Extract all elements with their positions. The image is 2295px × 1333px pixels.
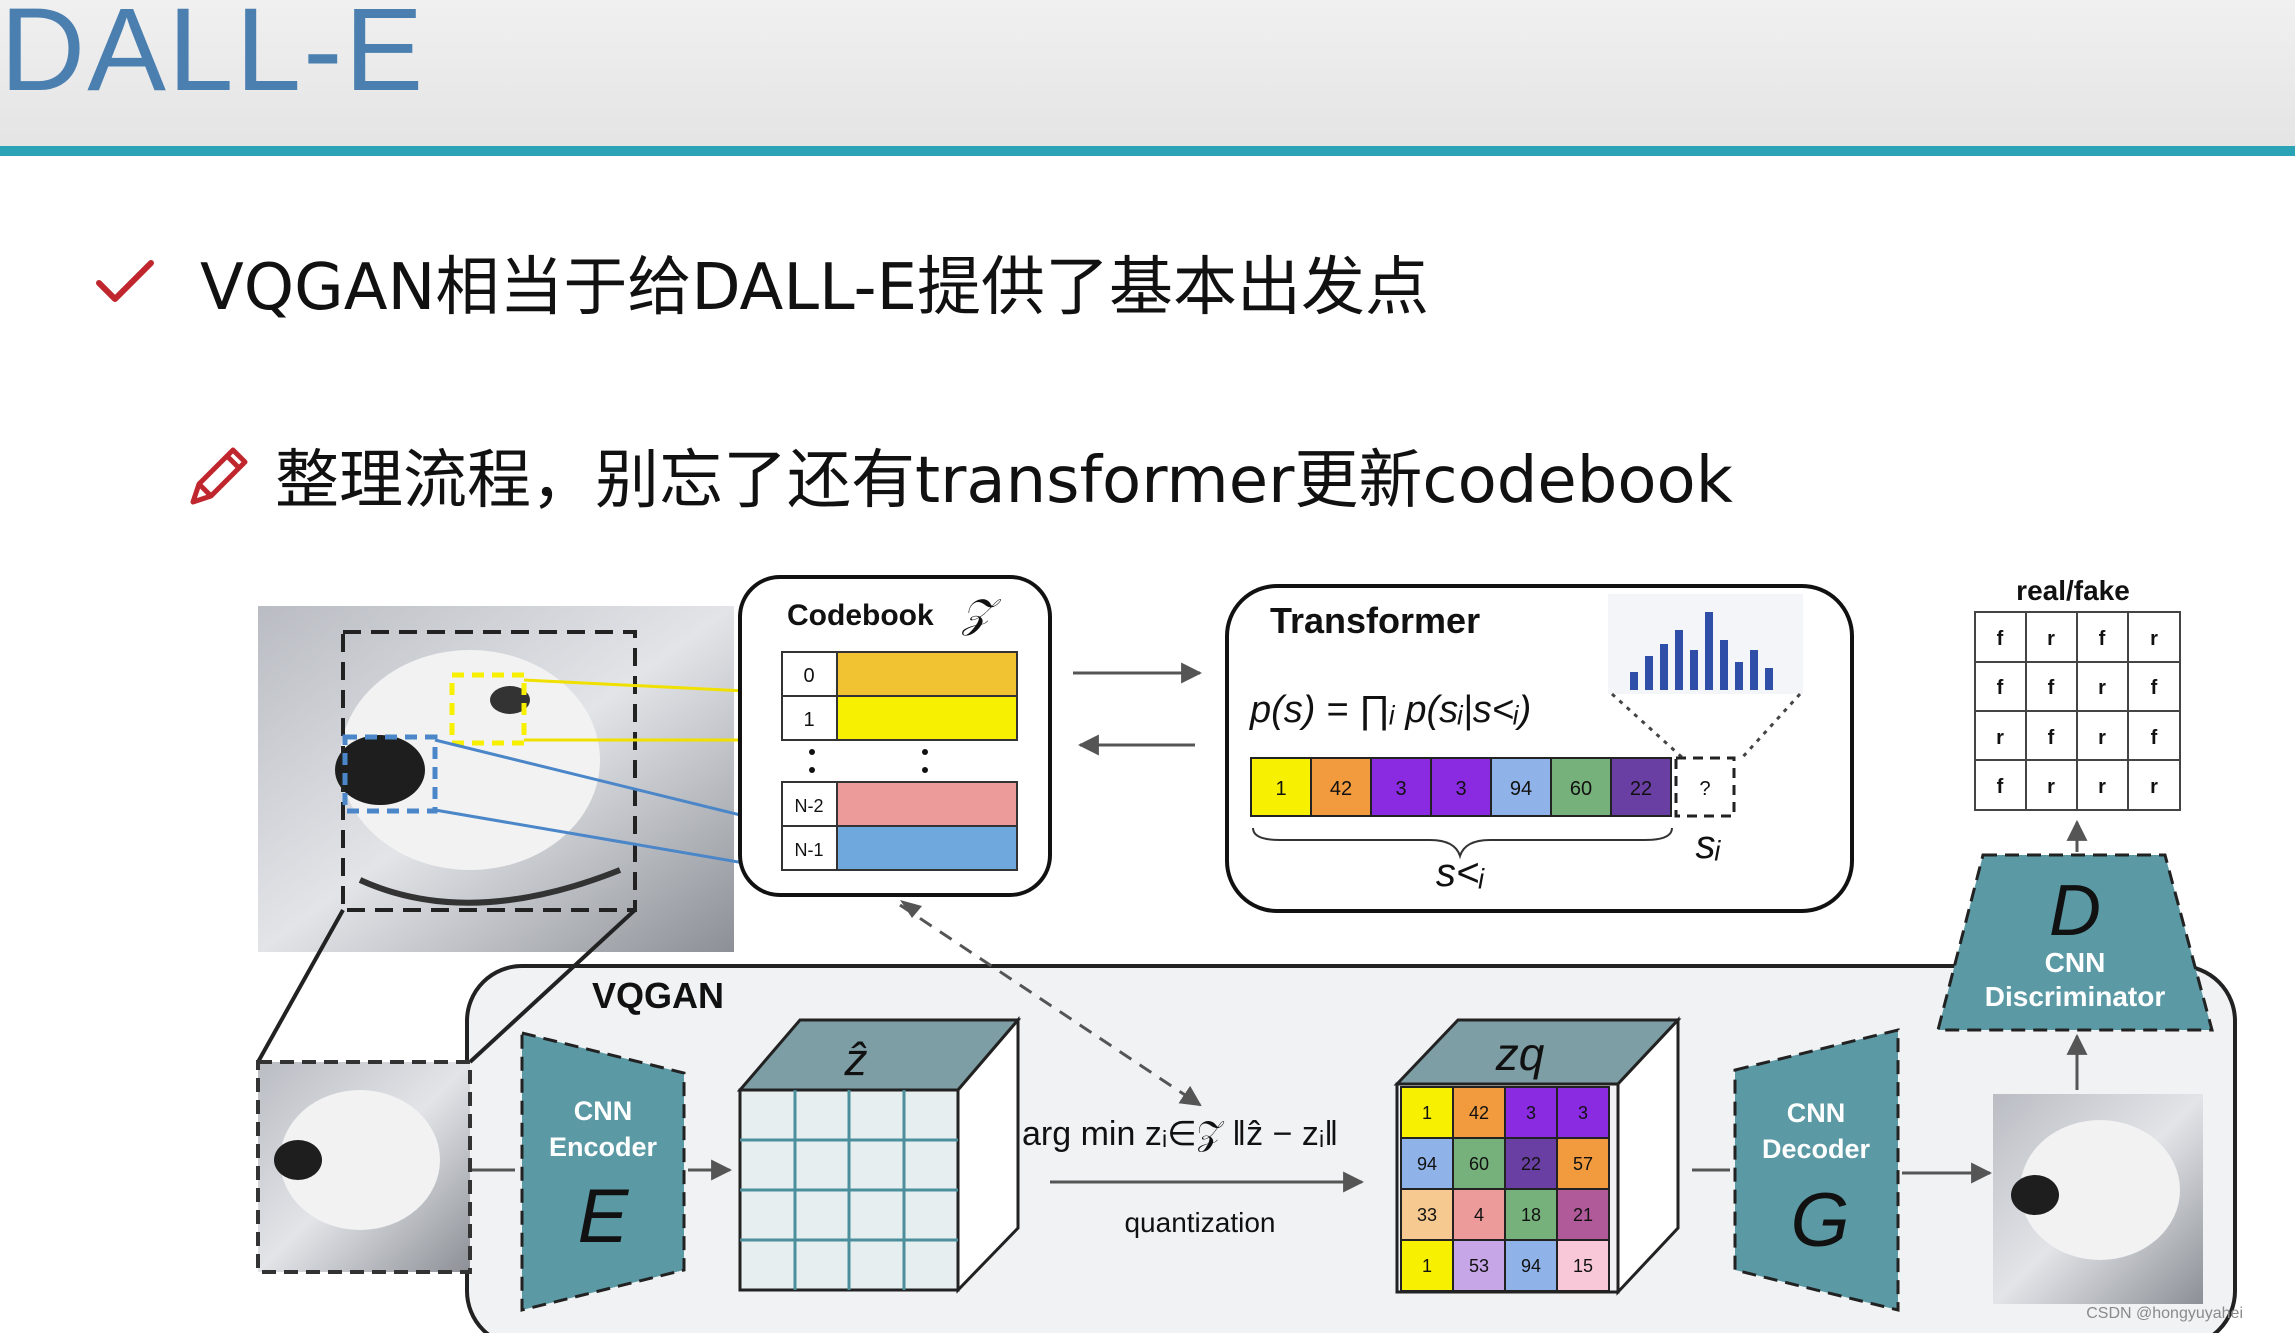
token-2: 3: [1395, 778, 1406, 800]
transformer-panel: Transformer p(s) = ∏ᵢ p(sᵢ|s<ᵢ): [1227, 586, 1852, 911]
decoder-line2: Decoder: [1762, 1134, 1871, 1164]
transformer-title: Transformer: [1270, 600, 1480, 641]
input-dog-image-large: [258, 606, 734, 952]
decoder-line1: CNN: [1787, 1098, 1846, 1128]
zq-label: zq: [1495, 1028, 1545, 1080]
zq-cell-7: 57: [1573, 1154, 1593, 1174]
realfake-title: real/fake: [2016, 575, 2130, 606]
codebook-row-0: 0: [803, 665, 814, 687]
argmin-formula: arg min zᵢ∈𝒵 ‖ẑ − zᵢ‖: [1022, 1115, 1338, 1153]
decoder-block: CNN Decoder G: [1735, 1030, 1898, 1310]
rf-13: r: [2047, 776, 2055, 798]
rf-3: r: [2150, 628, 2158, 650]
codebook-row-n2: N-2: [794, 796, 823, 816]
zq-cell-5: 60: [1469, 1154, 1489, 1174]
output-dog-image: [1993, 1094, 2203, 1304]
zq-cell-4: 94: [1417, 1154, 1437, 1174]
zq-cell-14: 94: [1521, 1256, 1541, 1276]
token-3: 3: [1455, 778, 1466, 800]
rf-5: f: [2048, 677, 2055, 699]
rf-1: r: [2047, 628, 2055, 650]
discriminator-line1: CNN: [2045, 947, 2106, 978]
zq-cube: zq 1 42 3 3 94 60 22 57 33 4 18 21 1 53 …: [1397, 1020, 1678, 1292]
token-4: 94: [1510, 778, 1532, 800]
codebook-title: Codebook: [787, 599, 934, 632]
token-6: 22: [1630, 778, 1652, 800]
token-0: 1: [1275, 778, 1286, 800]
rf-8: r: [1996, 727, 2004, 749]
rf-6: r: [2098, 677, 2106, 699]
discriminator-letter: D: [2049, 871, 2101, 951]
quantization-label: quantization: [1124, 1207, 1275, 1238]
token-sequence: 1 42 3 3 94 60 22 ?: [1251, 758, 1734, 816]
token-1: 42: [1330, 778, 1352, 800]
zq-cell-2: 3: [1526, 1103, 1536, 1123]
rf-14: r: [2098, 776, 2106, 798]
encoder-block: CNN Encoder E: [522, 1033, 684, 1310]
zq-cell-8: 33: [1417, 1205, 1437, 1225]
zq-cell-6: 22: [1521, 1154, 1541, 1174]
zq-cell-15: 15: [1573, 1256, 1593, 1276]
codebook-row-1: 1: [803, 709, 814, 731]
token-5: 60: [1570, 778, 1592, 800]
zq-cell-13: 53: [1469, 1256, 1489, 1276]
real-fake-grid: real/fake f r f r f f r f r f r f f r r …: [1975, 575, 2180, 810]
codebook-row-n1: N-1: [794, 840, 823, 860]
encoder-letter: E: [578, 1174, 630, 1259]
token-7: ?: [1699, 778, 1710, 800]
zq-cell-0: 1: [1422, 1103, 1432, 1123]
zq-cell-9: 4: [1474, 1205, 1484, 1225]
encoder-line2: Encoder: [549, 1132, 658, 1162]
codebook-panel: Codebook 𝒵 0 1 N-2 N-1: [740, 577, 1050, 895]
vqgan-label: VQGAN: [592, 975, 724, 1016]
input-dog-image-small: [258, 1062, 470, 1272]
rf-7: f: [2151, 677, 2158, 699]
transformer-formula: p(s) = ∏ᵢ p(sᵢ|s<ᵢ): [1249, 689, 1531, 731]
zq-cell-12: 1: [1422, 1256, 1432, 1276]
zhat-cube: ẑ: [740, 1020, 1018, 1290]
s-i-label: sᵢ: [1696, 823, 1722, 867]
rf-15: r: [2150, 776, 2158, 798]
rf-12: f: [1997, 776, 2004, 798]
decoder-letter: G: [1790, 1178, 1849, 1263]
zq-cell-10: 18: [1521, 1205, 1541, 1225]
discriminator-line2: Discriminator: [1985, 981, 2166, 1012]
rf-9: f: [2048, 727, 2055, 749]
zq-cell-3: 3: [1578, 1103, 1588, 1123]
zhat-label: ẑ: [844, 1033, 868, 1085]
s-less-label: s<ᵢ: [1436, 851, 1485, 895]
zq-cell-1: 42: [1469, 1103, 1489, 1123]
discriminator-block: D CNN Discriminator: [1938, 855, 2212, 1030]
zq-cell-11: 21: [1573, 1205, 1593, 1225]
rf-10: r: [2098, 727, 2106, 749]
rf-2: f: [2099, 628, 2106, 650]
encoder-line1: CNN: [574, 1096, 633, 1126]
rf-11: f: [2151, 727, 2158, 749]
rf-0: f: [1997, 628, 2004, 650]
watermark: CSDN @hongyuyahei: [2086, 1305, 2243, 1323]
rf-4: f: [1997, 677, 2004, 699]
